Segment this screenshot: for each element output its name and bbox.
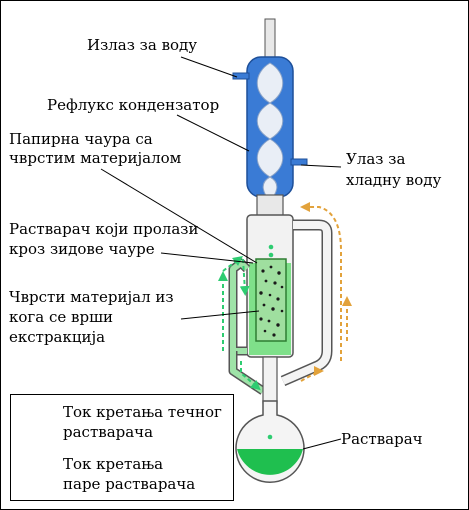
label-water-inlet-2: хладну воду bbox=[346, 171, 442, 189]
legend: Ток кретања течног растварача Ток кретањ… bbox=[10, 394, 234, 501]
label-solvent-pass-2: кроз зидове чауре bbox=[9, 240, 155, 258]
label-thimble-1: Папирна чаура са bbox=[9, 130, 153, 148]
label-solid-1: Чврсти материјал из bbox=[9, 288, 174, 306]
label-thimble-2: чврстим материјалом bbox=[9, 149, 182, 167]
paper-thimble bbox=[255, 244, 287, 342]
label-water-outlet: Излаз за воду bbox=[87, 36, 198, 54]
condenser-top-tube bbox=[264, 18, 276, 60]
label-solvent-pass-1: Растварач који пролази bbox=[9, 220, 199, 238]
label-solvent: Растварач bbox=[341, 430, 423, 448]
label-reflux-condenser: Рефлукс кондензатор bbox=[47, 96, 220, 114]
label-solid-2: кога се врши bbox=[9, 308, 114, 326]
vapor-flow-arrows bbox=[300, 202, 352, 382]
label-leaders bbox=[100, 56, 342, 450]
round-bottom-flask bbox=[235, 400, 305, 484]
legend-vapor-line1: Ток кретања bbox=[63, 455, 164, 473]
vapor-side-arm bbox=[280, 219, 333, 387]
legend-liquid-line1: Ток кретања течног bbox=[63, 403, 222, 421]
legend-liquid-line2: растварача bbox=[63, 423, 154, 441]
label-solid-3: екстракција bbox=[9, 328, 106, 346]
legend-vapor-line2: паре растварача bbox=[63, 475, 196, 493]
label-water-inlet-1: Улаз за bbox=[346, 150, 406, 168]
